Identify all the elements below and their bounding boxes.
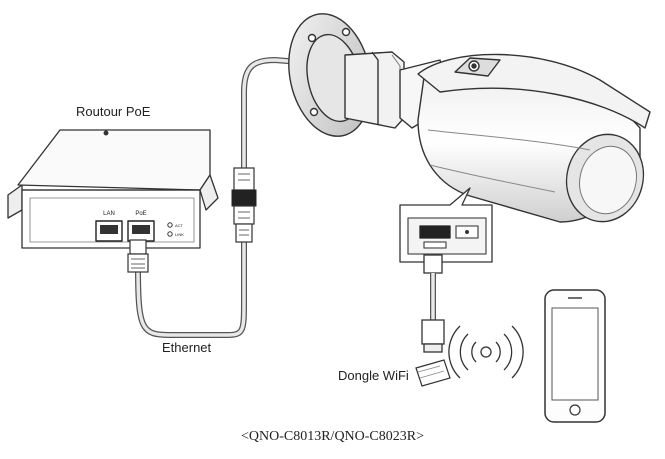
ethernet-label: Ethernet [162, 340, 212, 355]
ethernet-cable [135, 56, 303, 338]
port-lan-label: LAN [103, 211, 115, 217]
rj45-coupler [231, 167, 257, 243]
bullet-camera [288, 13, 651, 223]
port-poe-label: PoE [135, 211, 146, 217]
router-label: Routour PoE [76, 104, 151, 119]
wifi-dongle [415, 359, 451, 387]
poe-router [7, 129, 219, 249]
port-callout [399, 187, 493, 263]
dongle-label: Dongle WiFi [338, 368, 409, 383]
usb-dongle-assembly [421, 254, 445, 353]
model-caption: <QNO-C8013R/QNO-C8023R> [240, 429, 425, 444]
led-link-label: LINK [175, 232, 184, 237]
smartphone [544, 289, 606, 423]
led-act-label: ACT [175, 223, 184, 228]
wifi-signal-icon [448, 325, 524, 379]
router-plug [127, 239, 149, 273]
